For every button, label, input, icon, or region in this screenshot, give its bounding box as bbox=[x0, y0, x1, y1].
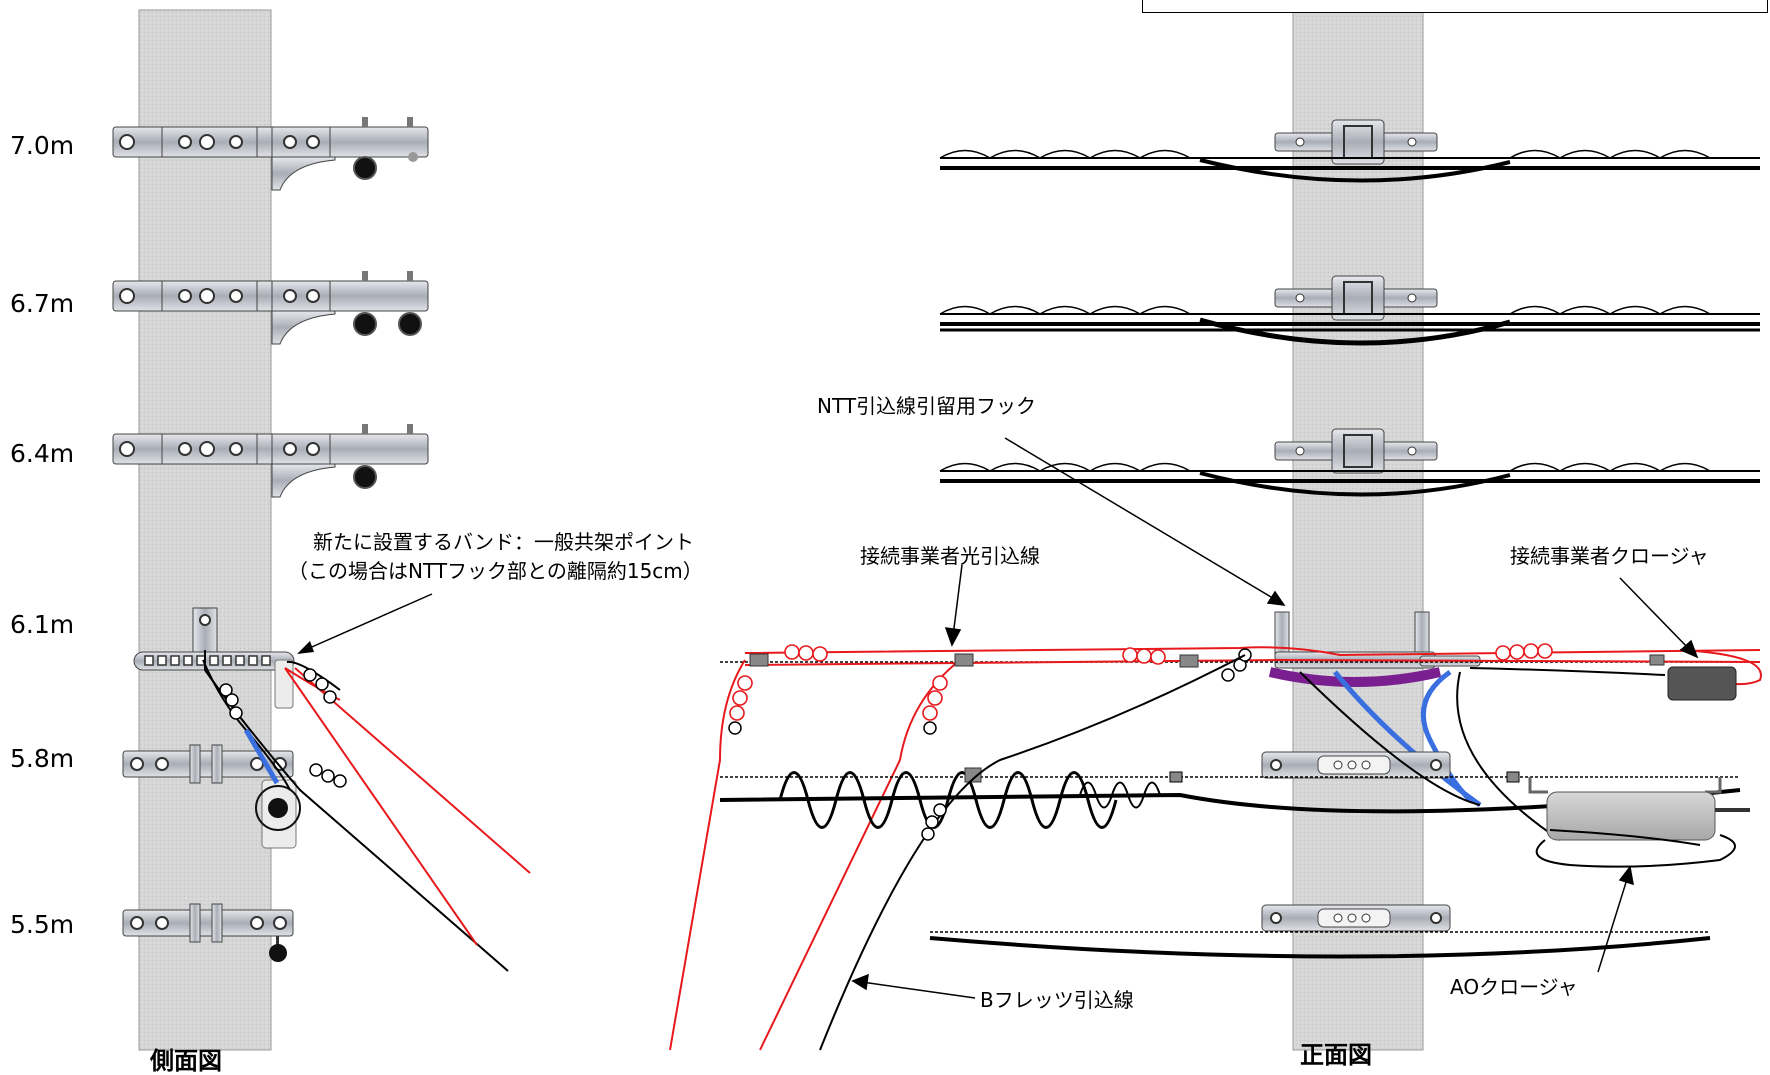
ntt-hook-label: NTT引込線引留用フック bbox=[817, 394, 1037, 418]
front-pole bbox=[1292, 9, 1424, 1051]
side-band-6-4m bbox=[112, 424, 429, 498]
side-band-6-7m bbox=[112, 271, 429, 345]
height-label-6-7m: 6.7m bbox=[10, 289, 75, 318]
new-band-note-line1: 新たに設置するバンド：一般共架ポイント bbox=[313, 530, 694, 554]
front-view-title: 正面図 bbox=[1300, 1041, 1372, 1069]
new-band-arrow bbox=[297, 593, 433, 654]
front-bflets-drop bbox=[819, 654, 1561, 1051]
front-spans-upper bbox=[939, 149, 1760, 497]
height-label-6-1m: 6.1m bbox=[10, 610, 75, 639]
top-callout-box bbox=[1142, 0, 1768, 13]
side-pole bbox=[138, 9, 272, 1051]
side-band-6-1m bbox=[133, 607, 295, 709]
height-label-6-4m: 6.4m bbox=[10, 439, 75, 468]
ao-closure-label: AOクロージャ bbox=[1450, 975, 1578, 999]
front-view bbox=[669, 9, 1762, 1051]
front-ao-closure bbox=[1528, 777, 1750, 868]
new-band-note-line2: （この場合はNTTフック部との離隔約15cm） bbox=[288, 559, 703, 583]
height-label-7-0m: 7.0m bbox=[10, 131, 75, 160]
height-label-5-8m: 5.8m bbox=[10, 744, 75, 773]
front-band-2 bbox=[1274, 275, 1438, 321]
side-band-7-0m bbox=[112, 117, 429, 191]
side-view bbox=[112, 9, 531, 1051]
operator-closure-label: 接続事業者クロージャ bbox=[1510, 544, 1709, 568]
operator-drop-label: 接続事業者光引込線 bbox=[860, 544, 1040, 568]
front-operator-closure bbox=[1667, 666, 1737, 701]
side-view-title: 側面図 bbox=[150, 1047, 222, 1075]
side-band-5-8m bbox=[122, 744, 301, 849]
front-band-lower-2 bbox=[929, 904, 1711, 959]
front-band-lower-1 bbox=[1261, 751, 1451, 779]
front-operator-drop bbox=[669, 643, 1762, 1051]
side-band-5-5m bbox=[122, 903, 294, 962]
front-annotation-arrows bbox=[851, 437, 1699, 999]
side-cables bbox=[202, 650, 531, 972]
height-label-5-5m: 5.5m bbox=[10, 910, 75, 939]
front-blue-line-b bbox=[1420, 669, 1472, 802]
bflets-drop-label: Bフレッツ引込線 bbox=[980, 988, 1134, 1012]
front-band-3 bbox=[1274, 428, 1438, 474]
front-band-1 bbox=[1274, 119, 1438, 165]
